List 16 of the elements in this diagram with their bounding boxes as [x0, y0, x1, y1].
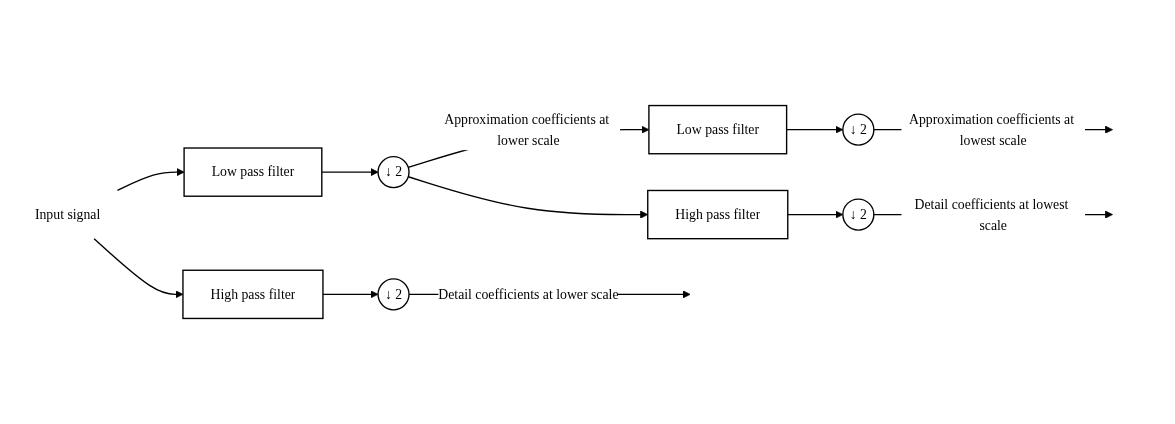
edge-label: Detail coefficients at lower scale	[438, 286, 619, 302]
node-circle: ↓ 2	[377, 155, 410, 189]
edge-label: Approximation coefficients at lower scale	[444, 111, 610, 148]
node-box: Low pass filter	[648, 104, 788, 155]
edge-label: Approximation coefficients at lowest scale	[908, 111, 1074, 148]
edge-label: Detail coefficients at lowest scale	[914, 196, 1069, 233]
node-box: Low pass filter	[183, 147, 323, 197]
node-box: High pass filter	[182, 269, 324, 320]
node-circle: ↓ 2	[842, 113, 875, 146]
node-text: Input signal	[34, 207, 101, 222]
node-box: High pass filter	[647, 189, 789, 240]
arrow	[322, 290, 379, 299]
node-circle: ↓ 2	[377, 278, 410, 311]
arrow	[321, 168, 379, 177]
node-circle: ↓ 2	[842, 198, 875, 231]
arrow	[116, 168, 185, 192]
